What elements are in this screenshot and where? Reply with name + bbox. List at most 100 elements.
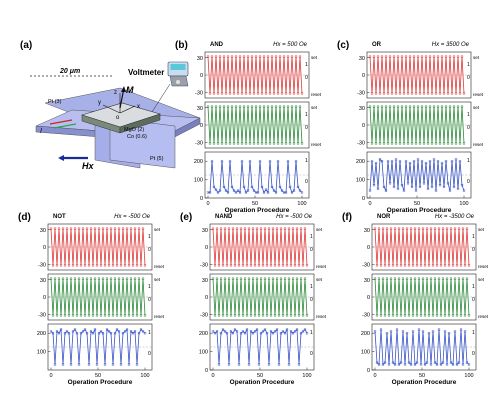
ia-data-point: [67, 264, 71, 267]
ia-data-point: [215, 227, 219, 230]
reset-label: reset: [478, 264, 489, 269]
ia-data-point: [240, 92, 244, 95]
ia-data-point: [389, 227, 393, 230]
reset-label: reset: [316, 264, 327, 269]
r-data-point: [385, 332, 389, 335]
ib-data-point: [79, 314, 83, 317]
r-data-point: [427, 332, 431, 335]
ib-data-point: [264, 142, 268, 145]
ia-data-point: [143, 264, 147, 267]
ia-data-point: [249, 264, 253, 267]
ia-ytick-label: -30: [362, 262, 370, 268]
ia-data-point: [212, 92, 216, 95]
label-mgo: MgO (2): [124, 127, 144, 133]
r-data-point: [377, 363, 381, 366]
magnetization-label: M: [126, 85, 134, 95]
ia-data-point: [388, 55, 392, 58]
ib-ytick-label: 0: [362, 123, 365, 129]
one-label: 1: [472, 234, 475, 240]
ia-data-point: [408, 55, 412, 58]
xtick-label: 0: [211, 373, 214, 379]
ib-data-point: [275, 277, 279, 280]
r-data-point: [370, 160, 374, 163]
ib-data-point: [266, 105, 270, 108]
ib-data-point: [394, 142, 398, 145]
ia-data-point: [421, 227, 425, 230]
ia-data-point: [133, 227, 137, 230]
ia-data-point: [441, 227, 445, 230]
ia-data-point: [242, 55, 246, 58]
r-data-point: [274, 191, 278, 194]
ib-data-point: [239, 277, 243, 280]
ia-data-point: [131, 264, 135, 267]
ib-ytick-label: -30: [357, 140, 365, 146]
ia-data-point: [227, 227, 231, 230]
set-label: set: [154, 227, 161, 232]
ib-data-point: [439, 314, 443, 317]
ib-data-point: [416, 105, 420, 108]
ib-data-point: [129, 277, 133, 280]
ia-data-point: [247, 227, 251, 230]
ib-data-point: [295, 277, 299, 280]
r-data-point: [133, 330, 137, 333]
ia-data-point: [79, 264, 83, 267]
r-data-point: [227, 363, 231, 366]
axis-origin-label: o: [116, 115, 120, 121]
ia-data-point: [382, 92, 386, 95]
r-data-point: [459, 328, 463, 331]
r-data-point: [61, 363, 65, 366]
ia-data-point: [462, 92, 466, 95]
ib-data-point: [374, 142, 378, 145]
ib-data-point: [234, 105, 238, 108]
ia-data-point: [113, 227, 117, 230]
ia-data-point: [95, 264, 99, 267]
ia-data-point: [431, 264, 435, 267]
ia-data-point: [395, 264, 399, 267]
ib-data-point: [463, 314, 467, 317]
ib-data-point: [412, 105, 416, 108]
r-data-point: [121, 332, 125, 335]
ib-data-point: [432, 105, 436, 108]
r-series-line: [208, 161, 303, 194]
r-data-point: [442, 185, 446, 189]
ib-data-point: [300, 142, 304, 145]
ia-data-point: [379, 264, 383, 267]
ia-data-point: [432, 55, 436, 58]
ib-data-point: [443, 314, 447, 317]
ia-data-point: [226, 55, 230, 58]
ib-data-point: [248, 142, 252, 145]
r-data-point: [113, 332, 117, 335]
r-data-point: [226, 191, 230, 194]
r-data-point: [384, 189, 388, 192]
r-data-point: [109, 332, 113, 335]
ib-data-point: [135, 314, 139, 317]
ib-data-point: [425, 277, 429, 280]
ia-data-point: [400, 55, 404, 58]
ib-data-point: [457, 277, 461, 280]
set-label: set: [154, 277, 161, 282]
ib-data-point: [430, 142, 434, 145]
r-data-point: [410, 185, 414, 189]
one-label: 1: [310, 284, 313, 290]
ib-data-point: [249, 314, 253, 317]
ia-ytick-label: 0: [43, 245, 46, 251]
ia-data-point: [424, 55, 428, 58]
r-data-point: [99, 330, 103, 333]
ia-data-point: [236, 92, 240, 95]
r-data-point: [271, 332, 275, 335]
r-ytick-label: 0: [200, 196, 203, 202]
ia-data-point: [53, 227, 57, 230]
ib-data-point: [452, 105, 456, 108]
r-data-point: [266, 191, 270, 194]
ia-data-point: [115, 264, 119, 267]
current-arrow: [49, 119, 73, 125]
ib-data-point: [243, 277, 247, 280]
ia-data-point: [206, 55, 210, 58]
label-pt-bottom: Pt (5): [150, 156, 164, 162]
ib-data-point: [419, 314, 423, 317]
r-data-point: [239, 332, 243, 335]
ia-data-point: [93, 227, 97, 230]
r-data-point: [265, 332, 269, 335]
